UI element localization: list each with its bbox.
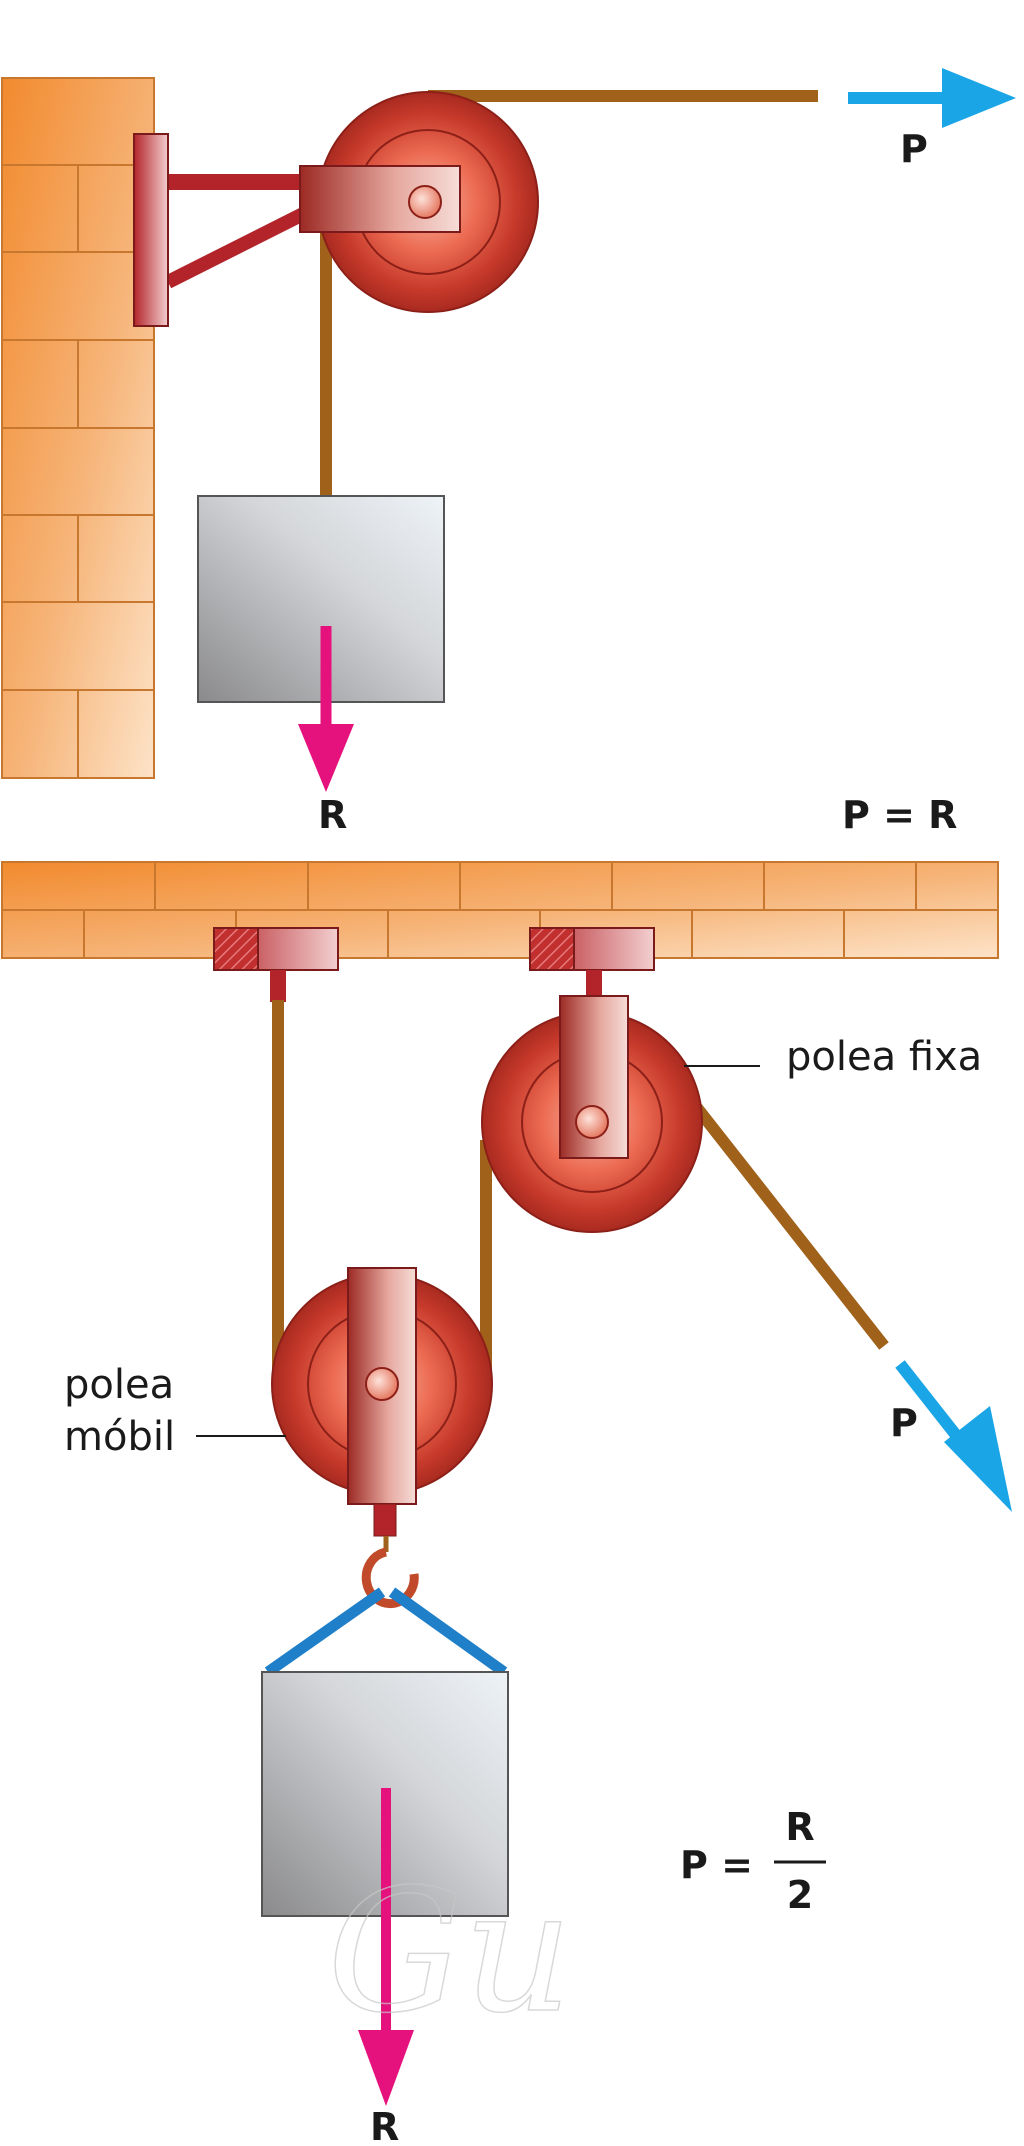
ceiling-anchor-right [529, 927, 655, 1002]
bottom-equation-numerator: R [785, 1805, 814, 1849]
ceiling [1, 861, 999, 959]
bottom-force-R-label: R [370, 2105, 399, 2146]
fixed-pulley-label: polea fixa [786, 1034, 982, 1080]
bottom-equation-denominator: 2 [787, 1873, 813, 1917]
movable-pulley [271, 1267, 493, 1537]
bottom-force-P-label: P [890, 1401, 918, 1445]
watermark: Gu [327, 1853, 572, 2051]
movable-pulley-label-line2: móbil [64, 1414, 175, 1460]
ceiling-anchor-left [213, 927, 339, 1002]
label-leader-lines [196, 1065, 760, 1437]
bottom-equation-left: P = [680, 1843, 753, 1887]
top-force-R-arrow [298, 626, 354, 792]
bottom-equation: P = R 2 [680, 1805, 826, 1917]
top-wall [1, 77, 155, 779]
top-force-R-label: R [318, 793, 347, 837]
bottom-rope [272, 1000, 889, 1384]
top-fixed-pulley [299, 91, 539, 313]
top-force-P-arrow [848, 68, 1016, 128]
movable-pulley-label-line1: polea [64, 1362, 174, 1408]
fixed-pulley [481, 995, 703, 1233]
bottom-force-R-arrow [358, 1788, 414, 2106]
top-equation: P = R [842, 793, 957, 837]
top-force-P-label: P [900, 127, 928, 171]
top-wall-bracket [133, 133, 309, 327]
bottom-force-P-arrow [895, 1360, 1012, 1512]
sling [264, 1587, 508, 1677]
